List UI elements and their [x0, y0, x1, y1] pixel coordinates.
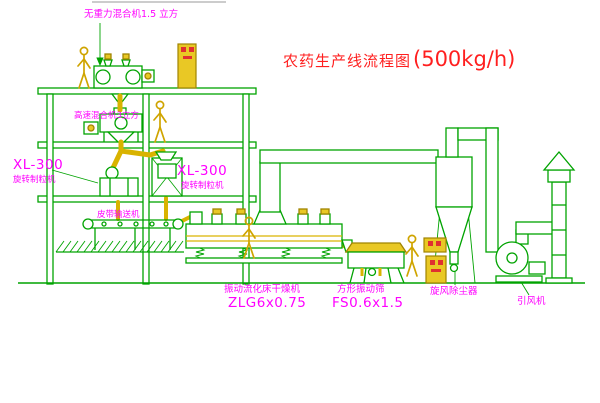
pit-hatching: [55, 240, 184, 253]
belt-conveyor: [82, 218, 184, 250]
fluid-bed-dryer: [185, 208, 353, 264]
exhaust-duct: [259, 149, 439, 213]
diagram-title-text: 农药生产线流程图: [283, 52, 412, 70]
red-mark: [431, 269, 441, 272]
red-mark: [183, 56, 192, 59]
label-gravity-mixer: 无重力混合机1.5 立方: [84, 9, 179, 20]
induced-draft-fan: [495, 221, 559, 283]
label-granulator-left-model: XL-300: [13, 157, 64, 173]
red-mark: [438, 260, 443, 265]
person-figure: [153, 100, 167, 143]
label-fan: 引风机: [517, 296, 546, 307]
label-cyclone: 旋风除尘器: [430, 286, 478, 297]
red-mark: [436, 241, 441, 246]
red-mark: [430, 260, 435, 265]
diagram-title: 农药生产线流程图 (500kg/h): [283, 47, 515, 71]
label-dryer-name: 振动流化床干燥机: [224, 284, 301, 295]
label-screen-name: 方形振动筛: [337, 284, 385, 295]
gravity-mixer: [93, 53, 155, 103]
control-cabinets: [423, 237, 447, 284]
dust-collector-cabinet: [177, 43, 197, 89]
label-granulator-right-model: XL-300: [177, 163, 228, 179]
diagram-title-capacity: (500kg/h): [413, 47, 516, 71]
granulator-left: [99, 166, 139, 197]
granulator-right: [151, 151, 183, 197]
label-dryer-model: ZLG6x0.75: [228, 295, 307, 311]
label-granulator-left-name: 旋转制粒机: [13, 175, 56, 185]
red-mark: [181, 47, 186, 52]
person-figure: [405, 234, 419, 277]
label-high-speed-mixer: 高速混合机3立方: [74, 111, 139, 121]
person-figure: [77, 46, 91, 89]
label-screen-model: FS0.6x1.5: [332, 295, 404, 311]
cyclone-separator: [432, 127, 499, 284]
building-structure: [18, 87, 585, 285]
red-mark: [428, 241, 433, 246]
vibrating-screen: [344, 242, 408, 284]
exhaust-stack: [542, 150, 576, 284]
label-belt-conveyor: 皮带输送机: [97, 210, 140, 220]
red-mark: [189, 47, 194, 52]
label-granulator-right-name: 旋转制粒机: [181, 181, 224, 191]
